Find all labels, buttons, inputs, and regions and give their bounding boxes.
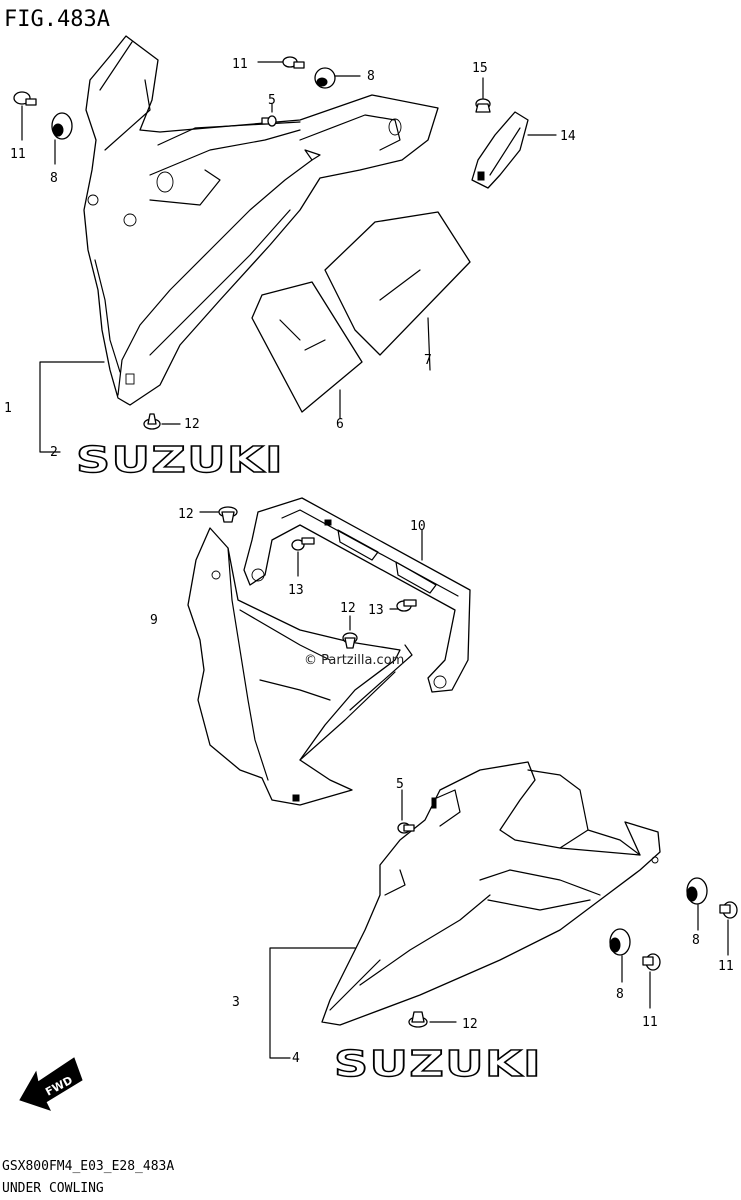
clip-12-b — [199, 506, 238, 523]
collar-8-top — [314, 67, 361, 89]
fastener-15 — [475, 77, 491, 113]
callout-12: 12 — [462, 1017, 478, 1032]
clip-12-a — [143, 413, 181, 430]
fwd-arrow-icon: FWD — [19, 1057, 83, 1111]
callout-13: 13 — [368, 603, 384, 618]
clip-12-c — [342, 615, 358, 649]
upper-cowl-left — [83, 35, 439, 406]
collar-8-right — [686, 877, 708, 931]
callout-6: 6 — [336, 417, 344, 432]
bracket-14 — [471, 111, 557, 189]
callout-7: 7 — [424, 353, 432, 368]
callout-14: 14 — [560, 129, 576, 144]
figure-title: FIG.483A — [4, 7, 110, 32]
figure-code: GSX800FM4_E03_E28_483A — [2, 1159, 174, 1174]
callout-12: 12 — [184, 417, 200, 432]
callout-8: 8 — [367, 69, 375, 84]
lower-cowl-right — [321, 761, 661, 1026]
panel-7 — [324, 211, 471, 371]
callout-9: 9 — [150, 613, 158, 628]
suzuki-logo-4: SUZUKI — [334, 1044, 542, 1085]
callout-2: 2 — [50, 445, 58, 460]
screw-5-top — [261, 103, 277, 127]
callout-bracket-3-4 — [269, 947, 356, 1059]
callout-11: 11 — [642, 1015, 658, 1030]
callout-12: 12 — [340, 601, 356, 616]
clip-12-d — [408, 1011, 457, 1028]
callout-12: 12 — [178, 507, 194, 522]
callout-11: 11 — [10, 147, 26, 162]
screw-5-bot — [397, 789, 415, 834]
watermark: © Partzilla.com — [304, 653, 404, 668]
screw-13-b — [389, 599, 417, 612]
inner-cowl-9 — [187, 527, 413, 806]
callout-1: 1 — [4, 401, 12, 416]
callout-bracket-1-2 — [39, 361, 105, 453]
figure-name: UNDER COWLING — [2, 1181, 104, 1196]
fastener-11-left — [13, 91, 37, 141]
callout-8: 8 — [50, 171, 58, 186]
callout-4: 4 — [292, 1051, 300, 1066]
callout-15: 15 — [472, 61, 488, 76]
callout-11: 11 — [718, 959, 734, 974]
collar-8-bot — [609, 928, 631, 983]
callout-8: 8 — [616, 987, 624, 1002]
callout-13: 13 — [288, 583, 304, 598]
stay-10 — [243, 497, 471, 693]
fastener-11-right — [719, 901, 738, 956]
panel-6 — [251, 281, 363, 419]
callout-10: 10 — [410, 519, 426, 534]
callout-5: 5 — [396, 777, 404, 792]
suzuki-logo-2: SUZUKI — [76, 440, 284, 481]
screw-13-a — [291, 537, 315, 577]
callout-8: 8 — [692, 933, 700, 948]
collar-8-left — [51, 112, 73, 165]
callout-5: 5 — [268, 93, 276, 108]
callout-3: 3 — [232, 995, 240, 1010]
fastener-11-bot — [642, 953, 661, 1009]
fastener-11-top — [257, 56, 305, 69]
callout-11: 11 — [232, 57, 248, 72]
